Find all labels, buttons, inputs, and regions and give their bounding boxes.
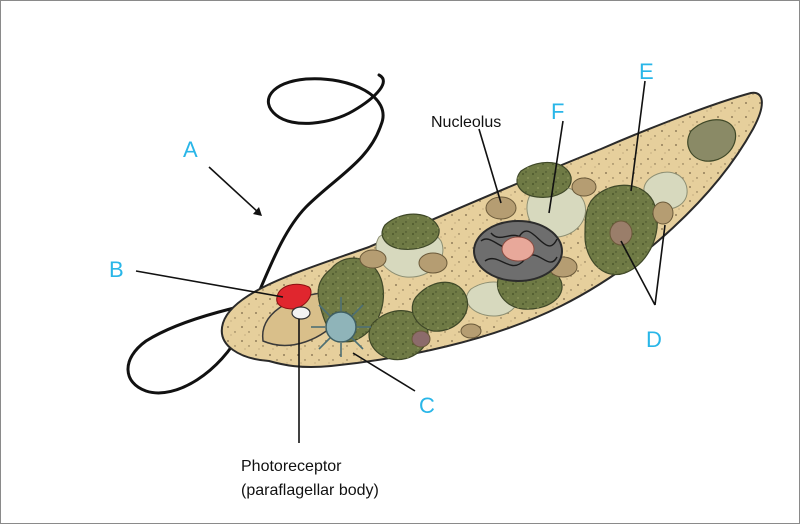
label-paraflagellar-body: (paraflagellar body) — [241, 482, 379, 499]
nucleolus — [502, 237, 534, 261]
label-c: C — [419, 393, 435, 418]
label-photoreceptor: Photoreceptor — [241, 458, 342, 475]
label-b: B — [109, 257, 124, 282]
label-nucleolus: Nucleolus — [431, 114, 501, 131]
contractile-vacuole — [311, 297, 371, 357]
nucleus — [474, 221, 562, 281]
photoreceptor-body — [292, 307, 310, 319]
label-d: D — [646, 327, 662, 352]
label-a: A — [183, 137, 198, 162]
label-f: F — [551, 99, 564, 124]
label-e: E — [639, 59, 654, 84]
